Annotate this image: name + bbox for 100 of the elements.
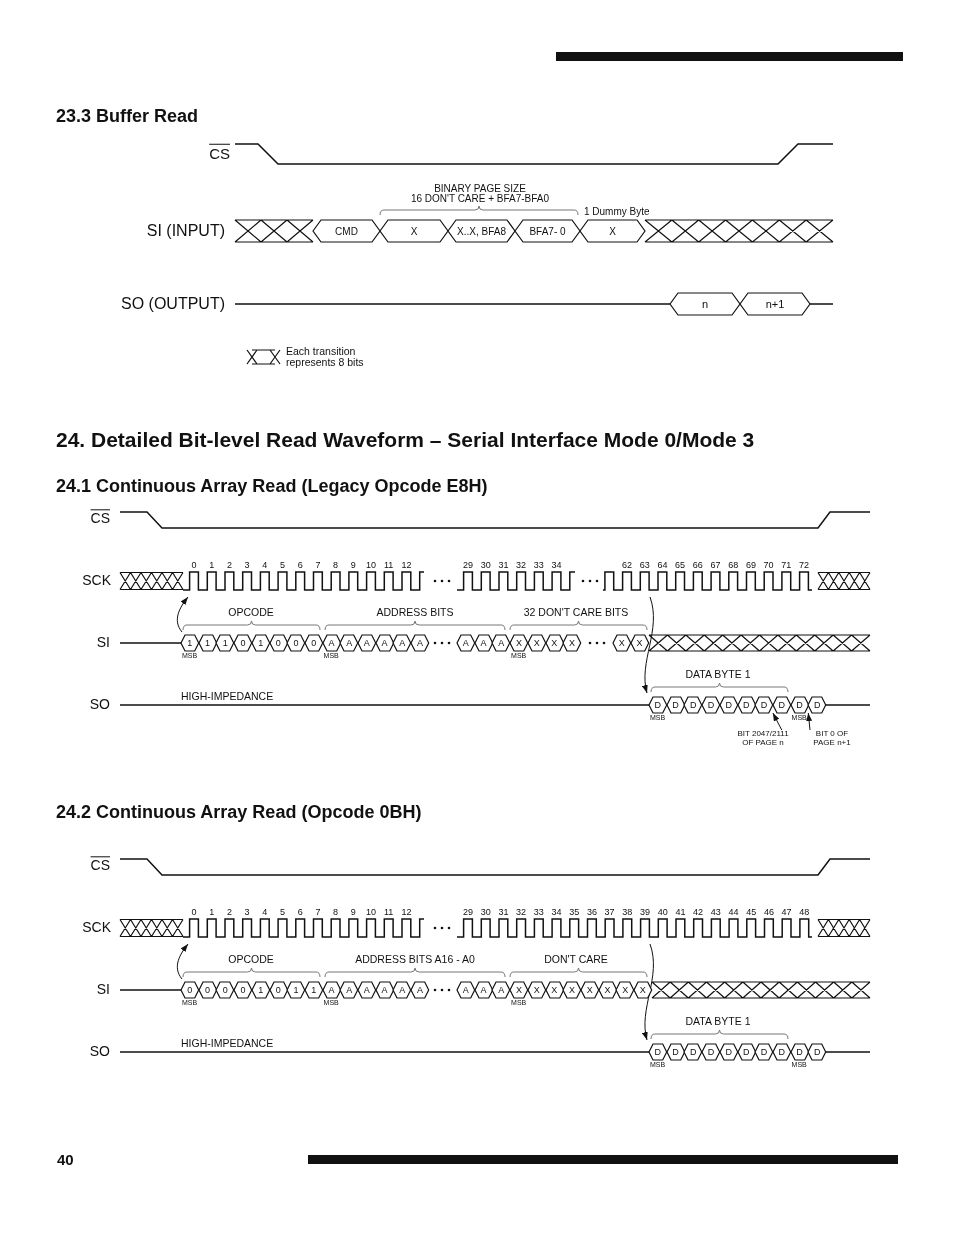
clock-number: 67: [710, 561, 721, 571]
clock-number: 62: [622, 561, 632, 571]
data-cell: X: [510, 635, 528, 651]
clock-number: 7: [315, 561, 321, 571]
data-cell: 0: [269, 982, 288, 998]
clock-number: 6: [297, 561, 303, 571]
signal-name: SO: [89, 697, 120, 713]
clock-number: 46: [763, 908, 774, 918]
signal-name: CS: [90, 511, 110, 527]
data-cell: X: [563, 982, 581, 998]
clock-number: 9: [350, 908, 356, 918]
data-cell: D: [666, 1044, 685, 1060]
clock-number: 65: [675, 561, 686, 571]
legend-text: Each transition represents 8 bits: [286, 346, 365, 368]
data-cell: X: [380, 220, 448, 242]
data-cell: A: [457, 982, 475, 998]
data-cell: X: [545, 982, 564, 998]
data-cell: X: [630, 635, 649, 651]
data-cell: A: [474, 635, 493, 651]
annotation-text: BIT 2047/2111 OF PAGE n: [733, 730, 793, 748]
clock-number: 4: [262, 908, 268, 918]
section-heading: 24.2 Continuous Array Read (Opcode 0BH): [56, 803, 422, 823]
clock-number: 9: [350, 561, 356, 571]
data-cell: A: [322, 635, 341, 651]
clock-number: 64: [657, 561, 668, 571]
clock-number: 37: [604, 908, 615, 918]
data-cell: D: [719, 1044, 738, 1060]
clock-number: 71: [781, 561, 792, 571]
clock-number: 29: [463, 908, 473, 918]
clock-number: 72: [799, 561, 809, 571]
clock-number: 8: [333, 561, 339, 571]
data-cell: X: [598, 982, 617, 998]
data-cell: X: [613, 635, 631, 651]
state-label: HIGH-IMPEDANCE: [181, 1038, 274, 1050]
data-cell: 1: [251, 635, 270, 651]
clock-number: 70: [763, 561, 774, 571]
clock-number: 34: [551, 561, 562, 571]
data-cell: A: [375, 982, 394, 998]
signal-line: [119, 704, 650, 706]
data-cell: D: [755, 697, 773, 713]
clock-number: 48: [799, 908, 810, 918]
data-cell: D: [790, 1044, 809, 1060]
clock-number: 11: [384, 908, 394, 918]
data-cell: 1: [181, 635, 199, 651]
data-cell: 0: [234, 982, 252, 998]
data-cell: 1: [251, 982, 270, 998]
data-cell: D: [772, 697, 791, 713]
data-cell: X: [616, 982, 634, 998]
data-cell: A: [411, 635, 429, 651]
data-cell: A: [340, 635, 358, 651]
bus-annotation: BINARY PAGE SIZE: [434, 182, 526, 194]
clock-number: 12: [401, 908, 412, 918]
clock-number: 36: [586, 908, 597, 918]
signal-name: SI (INPUT): [146, 222, 225, 240]
data-cell: A: [375, 635, 394, 651]
chapter-heading: 24. Detailed Bit-level Read Waveform – Serial Interface Mode 0/Mode 3: [56, 428, 755, 452]
data-cell: X: [580, 982, 599, 998]
data-cell: D: [772, 1044, 791, 1060]
signal-line: [119, 642, 182, 644]
data-cell: 0: [198, 982, 217, 998]
data-cell: X: [634, 982, 652, 998]
data-cell: X: [510, 982, 528, 998]
leader-line: [806, 712, 813, 731]
clock-number: 29: [463, 561, 473, 571]
page-number: 40: [57, 1151, 74, 1169]
clock-number: 34: [551, 908, 562, 918]
data-cell: 0: [269, 635, 288, 651]
data-cell: X: [563, 635, 581, 651]
clock-number: 2: [226, 908, 232, 918]
field-label: ADDRESS BITS: [376, 607, 454, 619]
data-cell: A: [474, 982, 493, 998]
clock-number: 69: [745, 561, 756, 571]
clock-number: 5: [280, 908, 285, 918]
section-heading: 24.1 Continuous Array Read (Legacy Opcode E8H): [56, 477, 488, 497]
data-cell: 1: [304, 982, 323, 998]
data-cell: A: [457, 635, 475, 651]
data-cell: BFA7- 0: [515, 220, 580, 242]
clock-number: 0: [191, 908, 197, 918]
clock-number: 39: [640, 908, 650, 918]
clock-number: 45: [746, 908, 757, 918]
data-cell: A: [358, 635, 376, 651]
clock-number: 68: [728, 561, 739, 571]
field-label: OPCODE: [228, 607, 274, 619]
signal-name: SCK: [82, 573, 111, 589]
clock-number: 1: [209, 908, 215, 918]
data-cell: X: [545, 635, 564, 651]
data-cell: D: [702, 697, 720, 713]
clock-number: 41: [675, 908, 686, 918]
clock-number: 47: [781, 908, 792, 918]
clock-number: 11: [384, 561, 394, 571]
data-cell: A: [492, 635, 511, 651]
data-cell: A: [322, 982, 341, 998]
signal-name: SO (OUTPUT): [121, 295, 235, 313]
data-cell: A: [411, 982, 429, 998]
state-label: HIGH-IMPEDANCE: [181, 691, 274, 703]
data-cell: D: [702, 1044, 720, 1060]
clock-number: 6: [297, 908, 303, 918]
data-cell: 0: [234, 635, 252, 651]
data-cell: D: [808, 1044, 826, 1060]
clock-number: 30: [480, 908, 491, 918]
